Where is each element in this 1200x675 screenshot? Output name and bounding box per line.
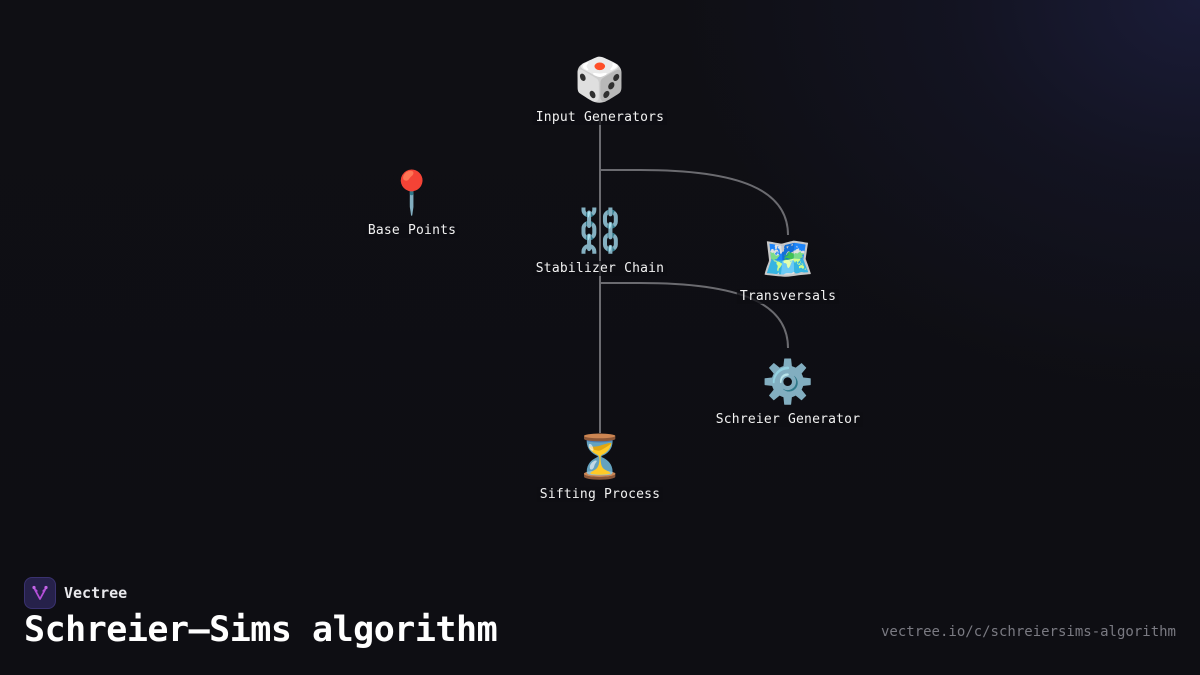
vectree-logo-icon — [24, 577, 56, 609]
edge-input-generators-to-transversals — [600, 169, 789, 236]
gear-icon: ⚙️ — [761, 357, 815, 406]
node-label: Transversals — [736, 289, 840, 304]
page-title: Schreier–Sims algorithm — [24, 610, 498, 650]
node-label: Sifting Process — [536, 487, 664, 502]
brand-name: Vectree — [64, 584, 128, 602]
node-label: Input Generators — [532, 110, 668, 125]
node-label: Base Points — [364, 223, 460, 238]
node-label: Schreier Generator — [712, 412, 864, 427]
node-schreier-generator[interactable]: ⚙️ Schreier Generator — [712, 357, 864, 427]
node-transversals[interactable]: 🗺️ Transversals — [736, 234, 840, 304]
node-input-generators[interactable]: 🎲 Input Generators — [532, 55, 668, 125]
hourglass-icon: ⏳ — [573, 432, 627, 481]
node-stabilizer-chain[interactable]: ⛓️ Stabilizer Chain — [532, 206, 668, 276]
dice-icon: 🎲 — [573, 55, 627, 104]
node-base-points[interactable]: 📍 Base Points — [364, 168, 460, 238]
page-url[interactable]: vectree.io/c/schreiersims-algorithm — [880, 624, 1176, 640]
chain-icon: ⛓️ — [573, 206, 627, 255]
pushpin-icon: 📍 — [385, 168, 439, 217]
node-sifting-process[interactable]: ⏳ Sifting Process — [536, 432, 664, 502]
brand[interactable]: Vectree — [24, 577, 127, 609]
node-label: Stabilizer Chain — [532, 261, 668, 276]
world-map-icon: 🗺️ — [761, 234, 815, 283]
